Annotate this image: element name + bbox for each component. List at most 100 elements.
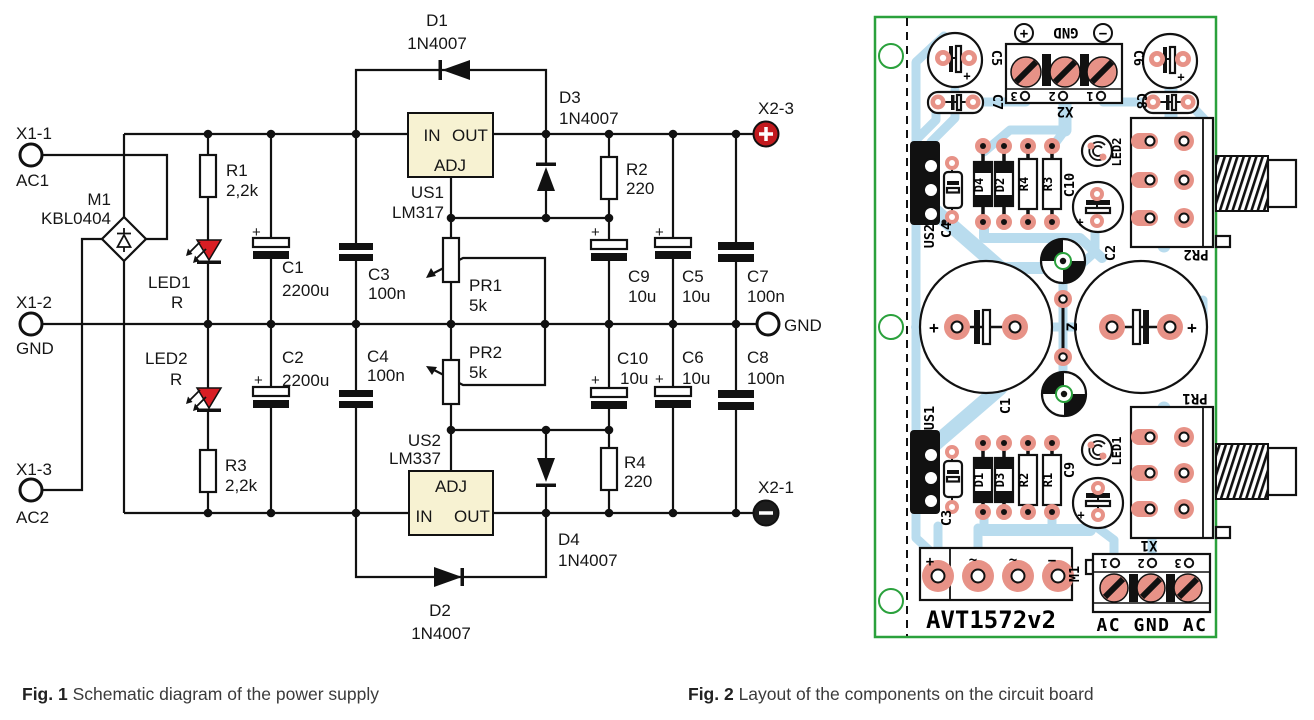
pcb-x1-terminal-block: 1 2 3 X1 AC GND AC — [1084, 537, 1212, 636]
capacitor-c3-symbol — [339, 243, 373, 261]
terminal-x1-1 — [18, 142, 44, 168]
label-d2-val: 1N4007 — [411, 624, 471, 643]
terminal-x2-1 — [752, 499, 780, 527]
pcb-ref-d1: D1 — [972, 473, 986, 487]
plus-c6: + — [655, 371, 664, 388]
pcb-led1: LED1 — [1080, 433, 1124, 467]
label-us2-val: LM337 — [389, 449, 441, 468]
regulator-us1-box — [407, 112, 494, 178]
pcb-fiducial-top — [1039, 237, 1087, 285]
label-us2-ref: US2 — [408, 431, 441, 450]
label-c8-val: 100n — [747, 369, 785, 388]
terminal-x1-3 — [18, 477, 44, 503]
pcb-c1-plus: + — [929, 318, 939, 337]
label-x2-1: X2-1 — [758, 478, 794, 497]
label-x1-1: X1-1 — [16, 124, 52, 143]
pcb-x2-minus: − — [1099, 26, 1107, 42]
label-pr1-ref: PR1 — [469, 276, 502, 295]
label-us1-val: LM317 — [392, 203, 444, 222]
pcb-c1: + C1 — [918, 259, 1054, 414]
label-r3-val: 2,2k — [225, 476, 258, 495]
label-c5-ref: C5 — [682, 267, 704, 286]
label-c10-ref: C10 — [617, 349, 648, 368]
pcb-fiducial-bottom — [1040, 370, 1088, 418]
label-d2-ref: D2 — [429, 601, 451, 620]
pcb-c9: + C9 — [1062, 462, 1125, 530]
label-us2-out: OUT — [454, 507, 490, 526]
diode-d3-symbol — [536, 162, 556, 191]
label-d1-ref: D1 — [426, 11, 448, 30]
pcb-c6: + C6 — [1130, 32, 1199, 90]
pcb-ref-r4: R4 — [1017, 177, 1031, 191]
plus-icon — [759, 127, 773, 141]
diode-d1-symbol — [438, 60, 470, 80]
label-pr2-val: 5k — [469, 363, 487, 382]
pcb-ac-labels: AC GND AC — [1096, 615, 1207, 636]
label-d4-ref: D4 — [558, 530, 580, 549]
capacitor-c9-symbol — [589, 238, 629, 261]
label-r4-ref: R4 — [624, 453, 646, 472]
terminal-x1-2 — [18, 311, 44, 337]
label-m1-ref: M1 — [87, 190, 111, 209]
pcb-ref-r3: R3 — [1041, 177, 1055, 191]
resistor-r3-symbol — [198, 448, 218, 494]
pcb-x1-pin1: 1 — [1100, 556, 1107, 570]
label-c2-val: 2200u — [282, 371, 329, 390]
label-x2-3: X2-3 — [758, 99, 794, 118]
label-x1-2: X1-2 — [16, 293, 52, 312]
label-pr2-ref: PR2 — [469, 343, 502, 362]
pcb-x2-gnd: GND — [1053, 24, 1078, 40]
fig1-caption-text: Schematic diagram of the power supply — [67, 684, 379, 704]
mounting-hole-top — [878, 43, 904, 69]
label-c4-ref: C4 — [367, 347, 389, 366]
pcb-pr2: PR2 — [1129, 116, 1298, 262]
pcb-c10: + C10 — [1062, 173, 1125, 234]
pcb-r3: R3 — [1041, 138, 1063, 230]
led1-symbol — [186, 239, 223, 264]
label-c4-val: 100n — [367, 366, 405, 385]
pcb-r1: R1 — [1041, 435, 1063, 520]
plus-c1: + — [252, 224, 261, 241]
pcb-ref-pr2: PR2 — [1183, 246, 1208, 262]
pcb-us1: US1 — [910, 406, 940, 514]
pcb-x2-plus: + — [1020, 26, 1028, 42]
label-us1-adj: ADJ — [434, 156, 466, 175]
mounting-hole-bottom — [878, 588, 904, 614]
label-led1-ref: LED1 — [148, 273, 191, 292]
screw-icon — [1136, 573, 1166, 603]
capacitor-c7-symbol — [718, 242, 754, 262]
pcb-x2-label: X2 — [1057, 103, 1074, 119]
label-d3-ref: D3 — [559, 88, 581, 107]
pcb-ref-c6: C6 — [1130, 50, 1146, 66]
pcb-m1-tilde1: ~ — [969, 552, 977, 568]
fig1-caption: Fig. 1 Schematic diagram of the power su… — [22, 684, 379, 705]
plus-c2: + — [254, 372, 263, 389]
resistor-r1-symbol — [198, 153, 218, 199]
pcb-m1-tilde2: ~ — [1009, 552, 1017, 568]
label-gnd-in: GND — [16, 339, 54, 358]
pcb-ref-d3: D3 — [993, 473, 1007, 487]
pcb-c8: C8 — [1133, 90, 1200, 115]
pcb-d2: D2 — [993, 138, 1015, 230]
pcb-c6-plus: + — [1177, 70, 1184, 84]
pcb-ref-us2: US2 — [922, 224, 938, 248]
label-gnd-out: GND — [784, 316, 822, 335]
potentiometer-pr1-symbol — [441, 236, 461, 284]
pcb-ref-c4: C4 — [939, 222, 955, 238]
bridge-rectifier-symbol — [100, 215, 148, 263]
resistor-r4-symbol — [599, 446, 619, 492]
pcb-x2-terminal-block: 3 2 1 X2 + − GND — [1004, 23, 1124, 119]
fig2-caption: Fig. 2 Layout of the components on the c… — [688, 684, 1094, 705]
pcb-ref-led2: LED2 — [1110, 138, 1124, 167]
pcb-ref-d2: D2 — [993, 178, 1007, 192]
label-c8-ref: C8 — [747, 348, 769, 367]
pcb-d4: D4 — [972, 138, 994, 230]
diode-d2-symbol — [434, 567, 464, 587]
pcb-ref-c8: C8 — [1133, 93, 1149, 109]
capacitor-c8-symbol — [718, 390, 754, 410]
fig1-caption-label: Fig. 1 — [22, 684, 68, 704]
pcb-led2: LED2 — [1080, 134, 1124, 168]
pcb-c9-plus: + — [1077, 508, 1084, 522]
label-r3-ref: R3 — [225, 456, 247, 475]
label-c7-ref: C7 — [747, 267, 769, 286]
